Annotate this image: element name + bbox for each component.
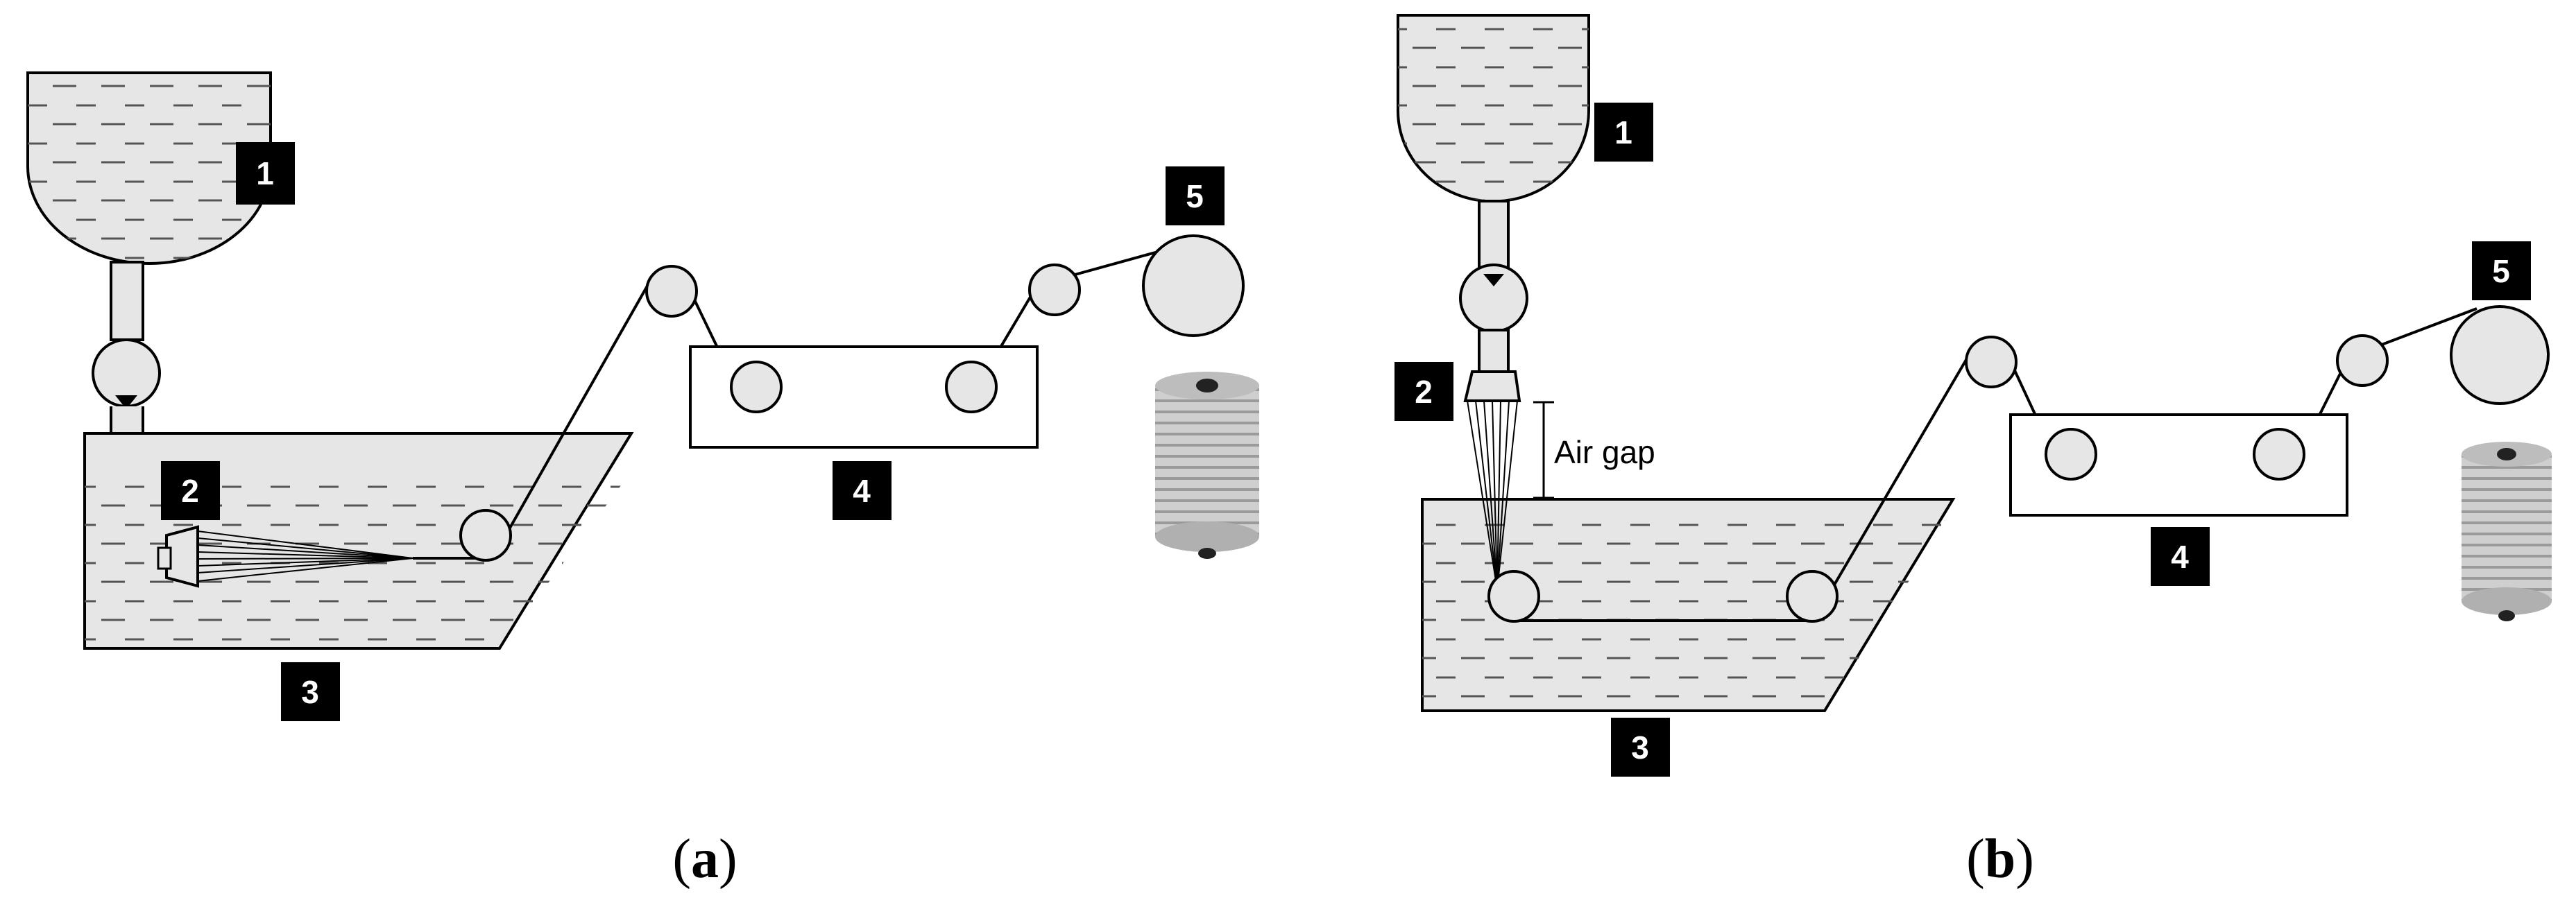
bath-roller-2-b xyxy=(1786,570,1839,623)
feed-pipe-b xyxy=(1478,200,1510,275)
fiber-bobbin-a xyxy=(1155,372,1259,559)
badge-1-b-label: 1 xyxy=(1614,114,1632,150)
spinneret-b xyxy=(1463,370,1521,402)
guide-roller-2-a xyxy=(1028,264,1081,316)
guide-roller-1-a xyxy=(645,265,698,318)
take-up-roller-b xyxy=(2450,305,2550,405)
badge-5-a-label: 5 xyxy=(1186,178,1204,214)
badge-1-b: 1 xyxy=(1594,103,1653,162)
wash-roller-2-b xyxy=(2253,428,2305,481)
filament-bundle-b xyxy=(1467,400,1518,590)
badge-5-b: 5 xyxy=(2472,241,2531,300)
panel-label-b: (b) xyxy=(1966,829,2034,890)
air-gap-marker xyxy=(1533,401,1554,499)
badge-1-a-label: 1 xyxy=(256,155,274,191)
badge-2-a-label: 2 xyxy=(181,473,199,509)
pump-indicator-b xyxy=(1483,274,1504,286)
badge-4-b: 4 xyxy=(2151,527,2210,586)
panel-label-a: (a) xyxy=(672,829,737,890)
fiber-bobbin-b xyxy=(2462,442,2552,621)
badge-4-a-label: 4 xyxy=(853,473,871,509)
panel-a: 1 2 3 4 5 (a) xyxy=(26,71,1259,890)
guide-roller-1-b xyxy=(1965,336,2018,388)
badge-4-b-label: 4 xyxy=(2171,539,2189,575)
badge-2-b-label: 2 xyxy=(1415,374,1433,410)
wash-roller-1-a xyxy=(730,361,783,413)
bath-roller-1-b xyxy=(1487,570,1540,623)
badge-3-a-label: 3 xyxy=(301,674,319,710)
badge-3-b: 3 xyxy=(1611,718,1670,777)
air-gap-label: Air gap xyxy=(1554,434,1655,470)
panel-b: Air gap xyxy=(1394,14,2552,890)
wash-roller-1-b xyxy=(2045,428,2097,481)
filament-bundle-a xyxy=(197,530,413,582)
badge-4-a: 4 xyxy=(833,461,892,520)
badge-3-b-label: 3 xyxy=(1631,729,1649,766)
badge-3-a: 3 xyxy=(281,662,340,721)
badge-2-b: 2 xyxy=(1394,362,1453,421)
pump-indicator-a xyxy=(115,395,137,409)
guide-roller-2-b xyxy=(2336,334,2389,387)
wash-roller-2-a xyxy=(945,361,998,413)
badge-2-a: 2 xyxy=(161,461,220,520)
take-up-roller-a xyxy=(1142,234,1245,337)
bath-roller-a xyxy=(459,509,512,562)
badge-1-a: 1 xyxy=(236,142,295,205)
badge-5-b-label: 5 xyxy=(2492,253,2510,289)
feed-pipe-a xyxy=(110,261,144,341)
badge-5-a: 5 xyxy=(1166,166,1225,225)
